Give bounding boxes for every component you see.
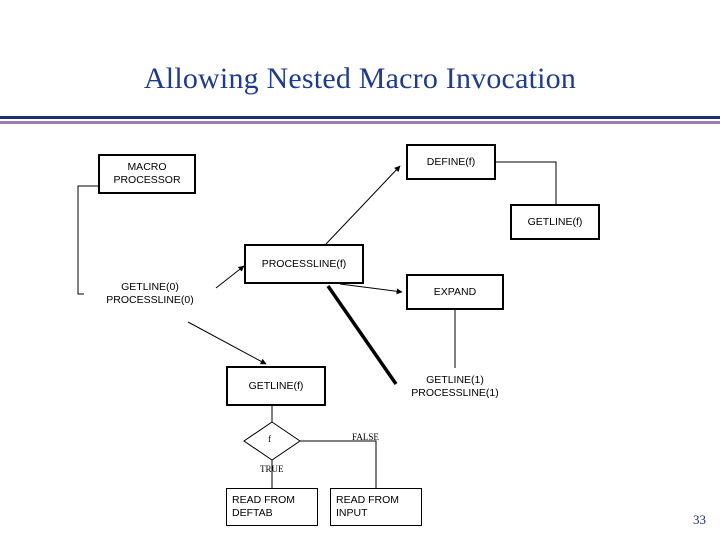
- edge-define-to-getlinef-right: [496, 161, 557, 204]
- node-expand[interactable]: EXPAND: [406, 274, 504, 310]
- edge-getline0-to-getlinef: [187, 321, 267, 365]
- edge-label-true: TRUE: [260, 464, 284, 474]
- divider-bar-purple: [0, 121, 720, 124]
- node-read-from-input[interactable]: READ FROM INPUT: [330, 488, 422, 526]
- node-getline-f-right[interactable]: GETLINE(f): [510, 204, 600, 240]
- node-macro-processor[interactable]: MACRO PROCESSOR: [98, 154, 196, 194]
- node-read-from-deftab[interactable]: READ FROM DEFTAB: [226, 488, 318, 526]
- edge-label-false: FALSE: [352, 432, 379, 442]
- node-getline-f-bottom[interactable]: GETLINE(f): [226, 366, 326, 406]
- decision-label-f: f: [268, 434, 271, 444]
- edge-getline0-to-processlinef: [215, 265, 245, 289]
- title-divider: [0, 116, 720, 126]
- connector-lines: [77, 161, 557, 488]
- divider-bar-white: [0, 119, 720, 121]
- divider-bar-dark: [0, 116, 720, 119]
- node-getline0-processline0[interactable]: GETLINE(0) PROCESSLINE(0): [106, 281, 194, 306]
- decision-diamond: [243, 421, 301, 461]
- node-getline1-processline1[interactable]: GETLINE(1) PROCESSLINE(1): [411, 374, 499, 399]
- edge-decision-false: [300, 440, 377, 488]
- edge-getline1-to-processlinef: [326, 285, 398, 385]
- node-define-f[interactable]: DEFINE(f): [406, 144, 496, 180]
- edge-macro-to-getline0: [77, 185, 98, 295]
- node-processline-f[interactable]: PROCESSLINE(f): [244, 244, 364, 284]
- page-number: 33: [693, 512, 706, 527]
- flowchart-diagram: MACRO PROCESSOR DEFINE(f) GETLINE(f) GET…: [0, 126, 720, 526]
- edge-processlinef-to-define: [325, 165, 401, 245]
- edge-processlinef-to-expand: [339, 283, 403, 295]
- page-title: Allowing Nested Macro Invocation: [143, 62, 577, 95]
